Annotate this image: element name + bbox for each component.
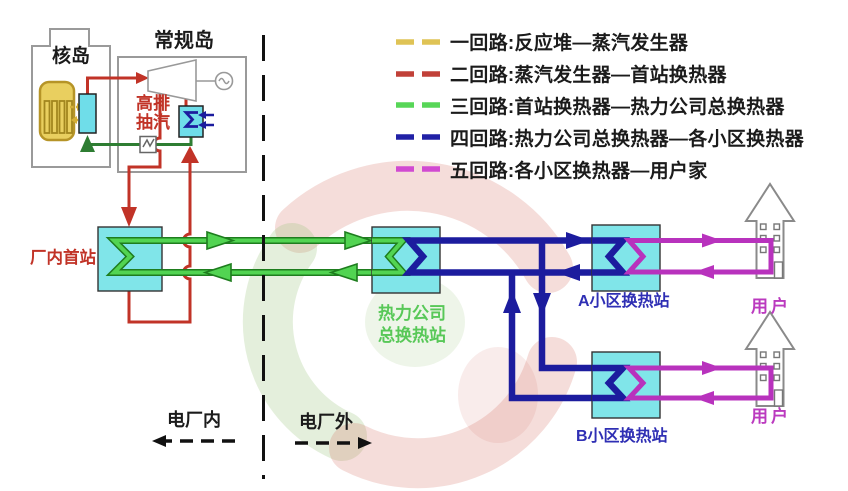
loop4-blue-lines <box>440 237 592 402</box>
station-a-exchanger <box>591 224 661 292</box>
user-a-label: 用户 <box>751 297 791 316</box>
first-station-coil-inner <box>109 238 162 275</box>
generator-sine <box>218 77 230 85</box>
conventional-island-label: 常规岛 <box>154 30 214 52</box>
inside-plant-label: 电厂内 <box>167 410 221 430</box>
station-b-label: B小区换热站 <box>576 428 668 445</box>
station-b-exchanger <box>591 351 661 419</box>
station-b-blue-coil <box>592 364 631 402</box>
legend-label-loop5: 五回路:各小区换热器—用户家 <box>450 160 708 182</box>
loop3-green-arrows <box>202 230 374 283</box>
thermal-company-exchanger <box>371 226 441 294</box>
nuclear-island-label: 核岛 <box>52 46 91 67</box>
legend-swatch-loop5 <box>396 166 440 172</box>
user-b-label: 用户 <box>751 407 791 426</box>
cooling-water-arrows <box>198 111 214 129</box>
station-a-blue-coil <box>592 237 631 276</box>
legend-swatch-loop4 <box>396 134 440 141</box>
loop4-blue-arrows <box>503 232 590 316</box>
condenser-coil <box>182 111 198 128</box>
legend-swatch-loop1 <box>396 39 440 45</box>
thermal-company-green-coil-inner <box>372 238 408 275</box>
legend-label-loop1: 一回路:反应堆—蒸汽发生器 <box>450 33 689 55</box>
thermal-company-blue-coil <box>401 237 440 276</box>
legend-item: 四回路:热力公司总换热器—各小区换热器 <box>394 121 804 153</box>
legend-item: 一回路:反应堆—蒸汽发生器 <box>394 26 804 58</box>
legend: 一回路:反应堆—蒸汽发生器 二回路:蒸汽发生器—首站换热器 三回路:首站换热器—… <box>394 26 804 185</box>
loop5-magenta-b <box>623 361 774 405</box>
turbine <box>147 58 197 102</box>
legend-swatch-loop2 <box>396 70 440 77</box>
legend-item: 五回路:各小区换热器—用户家 <box>394 153 804 185</box>
steam-generator <box>78 93 97 134</box>
loop5-magenta-a <box>623 233 774 279</box>
thermal-company-label: 热力公司总换热站 <box>378 304 446 345</box>
hp-extraction-label: 高排抽汽 <box>136 94 170 133</box>
plant-first-station-label: 厂内首站 <box>30 249 96 267</box>
fuel-rods <box>43 100 73 134</box>
legend-item: 二回路:蒸汽发生器—首站换热器 <box>394 58 804 90</box>
red-arrow-into-turbine <box>136 72 149 84</box>
station-a-label: A小区换热站 <box>578 293 670 310</box>
legend-label-loop3: 三回路:首站换热器—热力公司总换热器 <box>450 96 785 118</box>
legend-item: 三回路:首站换热器—热力公司总换热器 <box>394 90 804 122</box>
green-arrow-into-sg <box>80 135 95 152</box>
valve-icon <box>139 135 157 154</box>
house-b-icon <box>744 310 796 407</box>
outside-plant-label: 电厂外 <box>299 412 353 432</box>
legend-label-loop4: 四回路:热力公司总换热器—各小区换热器 <box>450 128 805 150</box>
inside-plant-arrow <box>152 435 235 447</box>
legend-swatch-loop3 <box>396 102 440 109</box>
red-arrow-into-first-station <box>121 207 137 227</box>
red-arrow-into-condenser <box>181 146 199 163</box>
outside-plant-arrow <box>295 437 372 449</box>
legend-label-loop2: 二回路:蒸汽发生器—首站换热器 <box>450 65 727 87</box>
